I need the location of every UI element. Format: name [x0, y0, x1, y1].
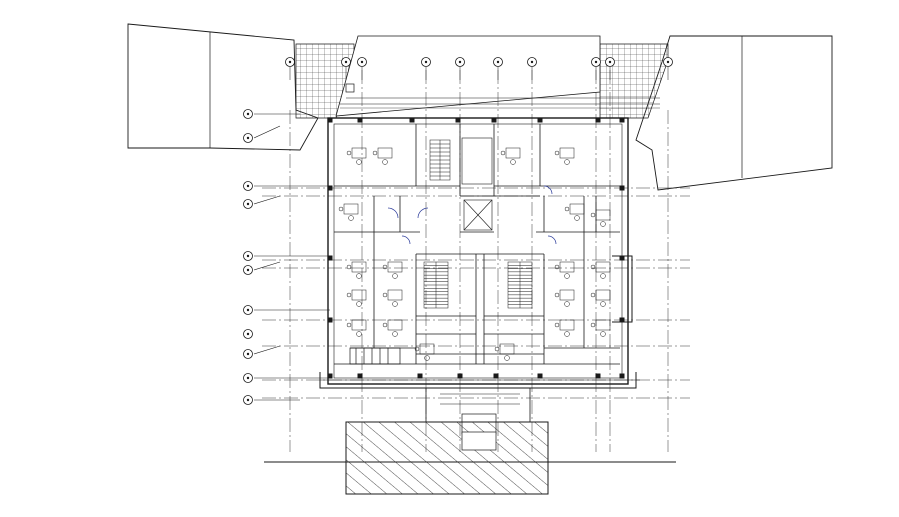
furniture	[338, 147, 611, 361]
workstation	[590, 319, 611, 337]
row-grid-marker	[243, 373, 253, 383]
row-grid-marker	[243, 265, 253, 275]
workstation	[500, 147, 521, 165]
row-grid-marker	[243, 109, 253, 119]
column	[357, 117, 363, 123]
column	[619, 117, 625, 123]
workstation	[554, 147, 575, 165]
column	[537, 117, 543, 123]
column	[595, 117, 601, 123]
column-grid-marker	[341, 57, 351, 80]
column	[493, 373, 499, 379]
stair-core-right	[507, 261, 533, 309]
canopy-grid-right	[599, 43, 669, 119]
workstation	[590, 209, 611, 227]
door-swings	[387, 185, 557, 245]
workstation	[372, 147, 393, 165]
canopy-center	[335, 35, 660, 117]
workstation	[382, 261, 403, 279]
workstation	[382, 319, 403, 337]
workstation	[554, 289, 575, 307]
workstation	[414, 343, 435, 361]
column	[327, 117, 333, 123]
row-grid-marker	[243, 199, 253, 209]
column	[327, 185, 333, 191]
interior-walls	[334, 124, 620, 365]
column-grid-marker	[663, 57, 673, 80]
workstation	[382, 289, 403, 307]
column	[457, 373, 463, 379]
workstation	[590, 261, 611, 279]
workstation	[346, 319, 367, 337]
workstation	[590, 289, 611, 307]
column	[595, 373, 601, 379]
column	[327, 255, 333, 261]
structural-columns	[327, 117, 625, 379]
column	[491, 117, 497, 123]
row-grid-markers	[243, 109, 253, 405]
row-grid-marker	[243, 251, 253, 261]
row-grid-marker	[243, 133, 253, 143]
row-grid-marker	[243, 329, 253, 339]
building-outline	[319, 117, 640, 389]
elevator-shaft	[461, 137, 493, 231]
column	[619, 255, 625, 261]
column	[537, 373, 543, 379]
column	[455, 117, 461, 123]
column	[619, 317, 625, 323]
workstation	[346, 147, 367, 165]
column	[417, 373, 423, 379]
workstation	[346, 261, 367, 279]
workstation	[338, 203, 359, 221]
column-grid-marker	[527, 57, 537, 80]
row-grid-marker	[243, 181, 253, 191]
workstation	[494, 343, 515, 361]
column	[619, 185, 625, 191]
column	[357, 373, 363, 379]
small-equipment	[345, 83, 401, 365]
workstation	[346, 289, 367, 307]
workstation	[554, 261, 575, 279]
column-grid-marker	[285, 57, 295, 80]
row-grid-marker	[243, 349, 253, 359]
column-grid-marker	[605, 57, 615, 80]
workstation	[564, 203, 585, 221]
column	[327, 373, 333, 379]
stair-core-left	[423, 139, 451, 309]
hatched-plaza	[345, 421, 549, 495]
column	[619, 373, 625, 379]
column-grid-marker	[455, 57, 465, 80]
column	[327, 317, 333, 323]
column	[409, 117, 415, 123]
left-wing	[127, 23, 319, 151]
row-grid-marker	[243, 395, 253, 405]
row-leaders	[253, 113, 330, 401]
row-grid-marker	[243, 305, 253, 315]
workstation	[554, 319, 575, 337]
